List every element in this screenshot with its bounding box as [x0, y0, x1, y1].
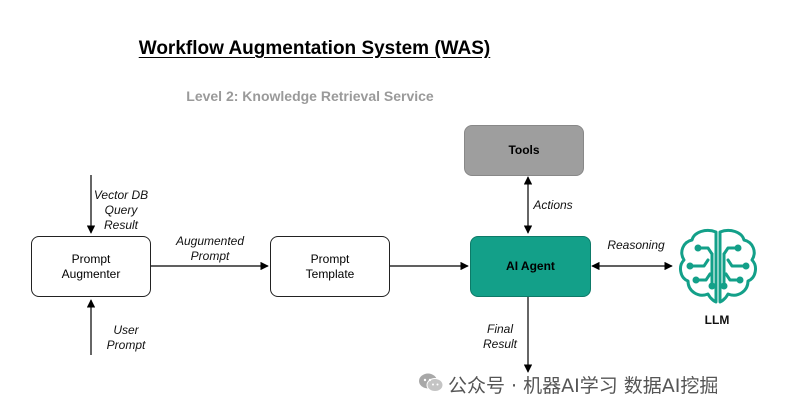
diagram-subtitle: Level 2: Knowledge Retrieval Service — [186, 88, 434, 104]
edge-label-vector-db-line3: Result — [103, 218, 138, 232]
wechat-icon — [419, 373, 444, 392]
edge-label-reasoning: Reasoning — [607, 238, 665, 252]
edge-label-user-prompt-line2: Prompt — [106, 338, 146, 352]
watermark-text: 公众号 · 机器AI学习 数据AI挖掘 — [448, 375, 719, 397]
edge-label-augmented-prompt-line1: Augumented — [175, 234, 245, 248]
edge-label-actions: Actions — [533, 198, 573, 212]
edge-label-final-result: Final Result — [478, 322, 522, 352]
node-prompt-template-line2: Template — [305, 266, 355, 281]
edge-label-user-prompt-line1: User — [113, 323, 139, 337]
node-llm-label: LLM — [704, 313, 730, 327]
node-prompt-augmenter-line2: Augmenter — [61, 266, 121, 281]
node-prompt-template: Prompt Template — [270, 236, 390, 297]
brain-circuit-icon — [679, 228, 757, 304]
node-tools-label: Tools — [508, 143, 540, 157]
node-tools: Tools — [464, 125, 584, 176]
diagram-title: Workflow Augmentation System (WAS) — [138, 38, 491, 59]
node-ai-agent: AI Agent — [470, 236, 591, 297]
edge-label-vector-db-line2: Query — [104, 203, 138, 217]
edge-label-final-result-line2: Result — [482, 337, 517, 351]
node-prompt-template-line1: Prompt — [310, 251, 350, 266]
edge-label-user-prompt: User Prompt — [96, 323, 156, 353]
node-prompt-augmenter-line1: Prompt — [71, 251, 111, 266]
edge-label-vector-db: Vector DB Query Result — [86, 188, 156, 233]
edge-label-vector-db-line1: Vector DB — [93, 188, 149, 202]
edge-label-augmented-prompt: Augumented Prompt — [170, 234, 250, 264]
node-ai-agent-label: AI Agent — [506, 259, 555, 273]
node-prompt-augmenter: Prompt Augmenter — [31, 236, 151, 297]
edge-label-final-result-line1: Final — [486, 322, 513, 336]
edge-label-augmented-prompt-line2: Prompt — [190, 249, 230, 263]
